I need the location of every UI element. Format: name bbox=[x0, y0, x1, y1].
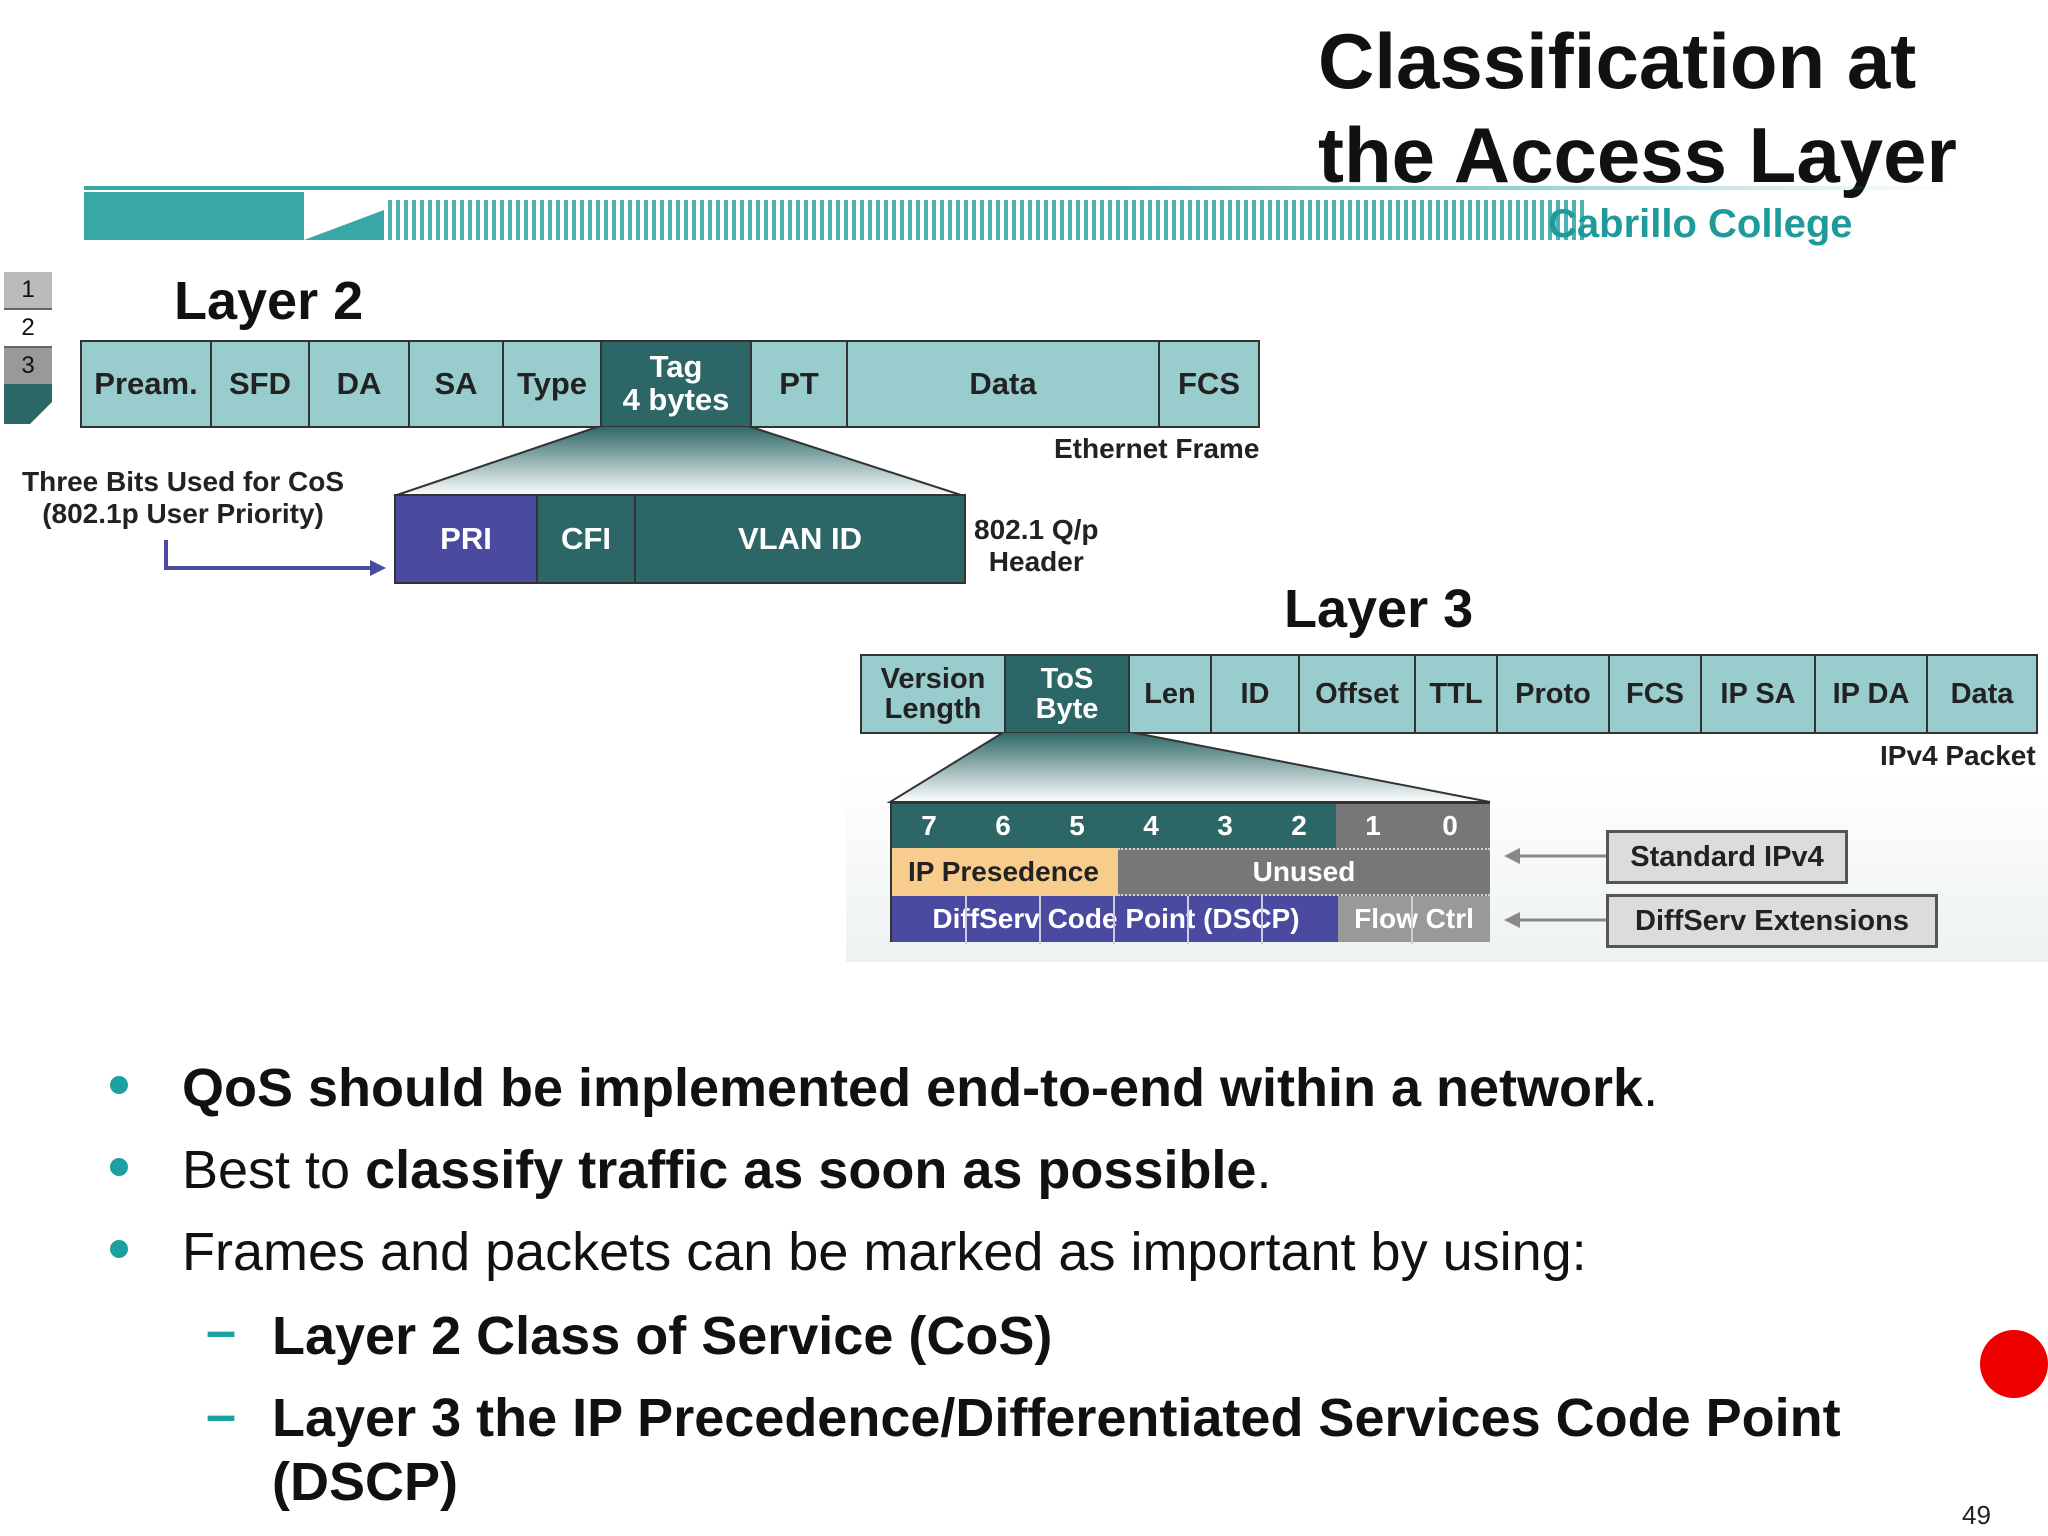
packet-field-proto: Proto bbox=[1496, 654, 1610, 734]
tag-expansion-funnel bbox=[393, 426, 965, 497]
layer3-heading: Layer 3 bbox=[1284, 579, 1474, 639]
sub-bullet-dash-1: – bbox=[206, 1301, 237, 1361]
packet-field-fcs: FCS bbox=[1608, 654, 1702, 734]
bullet-1-bold: QoS should be implemented end-to-end wit… bbox=[182, 1058, 1644, 1118]
osi-layer-badge: 1 2 3 bbox=[4, 272, 52, 424]
packet-field-data: Data bbox=[1926, 654, 2038, 734]
tos-bit-table: 7 6 5 4 3 2 1 0 IP Presedence Unused Dif… bbox=[890, 802, 1490, 944]
bullet-dot-3 bbox=[110, 1240, 128, 1258]
tos-bit-1: 1 bbox=[1336, 804, 1412, 848]
cos-note: Three Bits Used for CoS (802.1p User Pri… bbox=[22, 466, 344, 530]
frame-field-tag: Tag 4 bytes bbox=[600, 340, 752, 428]
cos-note-line1: Three Bits Used for CoS bbox=[22, 466, 345, 497]
tos-bit-0: 0 bbox=[1410, 804, 1490, 848]
frame-field-sa: SA bbox=[408, 340, 504, 428]
dot1q-header-label-line2: Header bbox=[988, 546, 1084, 578]
dot1q-header-label: 802.1 Q/p Header bbox=[974, 514, 1099, 578]
ipv4-packet-label: IPv4 Packet bbox=[1880, 740, 2036, 771]
bullet-1: QoS should be implemented end-to-end wit… bbox=[182, 1056, 1658, 1120]
bullet-dot-1 bbox=[110, 1076, 128, 1094]
osi-layer-1: 1 bbox=[4, 272, 52, 310]
tos-bit-5: 5 bbox=[1040, 804, 1116, 848]
bullet-3: Frames and packets can be marked as impo… bbox=[182, 1222, 1587, 1282]
sub-bullet-2-line1: Layer 3 the IP Precedence/Differentiated… bbox=[272, 1388, 1841, 1448]
bullet-2-pre: Best to bbox=[182, 1140, 366, 1200]
bullet-2: Best to classify traffic as soon as poss… bbox=[182, 1138, 1271, 1202]
slide-title: Classification at the Access Layer bbox=[1318, 14, 1957, 202]
packet-field-ip-sa: IP SA bbox=[1700, 654, 1816, 734]
header-field-pri: PRI bbox=[394, 494, 538, 584]
dscp-bit-dividers bbox=[965, 896, 1413, 944]
packet-field-id: ID bbox=[1210, 654, 1300, 734]
packet-field-ip-da: IP DA bbox=[1814, 654, 1928, 734]
recording-indicator bbox=[1980, 1330, 2048, 1398]
sub-bullet-2: Layer 3 the IP Precedence/Differentiated… bbox=[272, 1386, 1841, 1514]
bullet-1-tail: . bbox=[1643, 1058, 1659, 1118]
tos-bit-3: 3 bbox=[1188, 804, 1264, 848]
page-number: 49 bbox=[1962, 1500, 1991, 1530]
cos-note-line2: (802.1p User Priority) bbox=[42, 498, 324, 530]
frame-field-data: Data bbox=[846, 340, 1160, 428]
bullet-2-tail: . bbox=[1256, 1140, 1272, 1200]
bullet-2-bold: classify traffic as soon as possible bbox=[365, 1140, 1257, 1200]
layer2-heading: Layer 2 bbox=[174, 271, 364, 331]
osi-badge-shadow bbox=[4, 384, 52, 424]
sub-bullet-dash-2: – bbox=[206, 1385, 237, 1445]
ipv4-packet: Version Length ToS Byte Len ID Offset TT… bbox=[860, 654, 2038, 734]
frame-field-fcs: FCS bbox=[1158, 340, 1260, 428]
dot1q-header-label-line1: 802.1 Q/p bbox=[974, 514, 1099, 545]
slide-title-line2: the Access Layer bbox=[1318, 111, 1957, 199]
bullet-dot-2 bbox=[110, 1158, 128, 1176]
tos-bit-7: 7 bbox=[892, 804, 968, 848]
ethernet-frame: Pream. SFD DA SA Type Tag 4 bytes PT Dat… bbox=[80, 340, 1260, 428]
dot1q-header: PRI CFI VLAN ID bbox=[394, 494, 966, 584]
flow-ctrl-field: Flow Ctrl bbox=[1338, 896, 1490, 942]
header-field-cfi: CFI bbox=[536, 494, 636, 584]
standard-ipv4-box: Standard IPv4 bbox=[1606, 830, 1848, 884]
packet-field-offset: Offset bbox=[1298, 654, 1416, 734]
frame-field-da: DA bbox=[308, 340, 410, 428]
sub-bullet-2-line2: (DSCP) bbox=[272, 1452, 458, 1512]
osi-layer-2: 2 bbox=[4, 310, 52, 348]
ethernet-frame-label: Ethernet Frame bbox=[1054, 433, 1260, 464]
frame-field-type: Type bbox=[502, 340, 602, 428]
tos-bit-4: 4 bbox=[1114, 804, 1190, 848]
header-stripe-bar bbox=[84, 186, 1954, 240]
osi-layer-3: 3 bbox=[4, 348, 52, 384]
frame-field-sfd: SFD bbox=[210, 340, 310, 428]
frame-field-preamble: Pream. bbox=[80, 340, 212, 428]
packet-field-len: Len bbox=[1128, 654, 1212, 734]
tos-bit-6: 6 bbox=[966, 804, 1042, 848]
header-field-vlan-id: VLAN ID bbox=[634, 494, 966, 584]
slide-title-line1: Classification at bbox=[1318, 17, 1917, 105]
tos-bit-2: 2 bbox=[1262, 804, 1338, 848]
ip-precedence-field: IP Presedence bbox=[892, 848, 1120, 896]
packet-field-version-length: Version Length bbox=[860, 654, 1006, 734]
sub-bullet-1: Layer 2 Class of Service (CoS) bbox=[272, 1306, 1053, 1366]
packet-field-tos-byte: ToS Byte bbox=[1004, 654, 1130, 734]
packet-field-ttl: TTL bbox=[1414, 654, 1498, 734]
frame-field-pt: PT bbox=[750, 340, 848, 428]
cos-arrow bbox=[164, 540, 386, 576]
unused-field: Unused bbox=[1118, 848, 1490, 896]
college-name: Cabrillo College bbox=[1548, 202, 1853, 246]
legend-arrows bbox=[1504, 848, 1610, 928]
dscp-field: DiffServ Code Point (DSCP) bbox=[892, 896, 1340, 942]
diffserv-extensions-box: DiffServ Extensions bbox=[1606, 894, 1938, 948]
